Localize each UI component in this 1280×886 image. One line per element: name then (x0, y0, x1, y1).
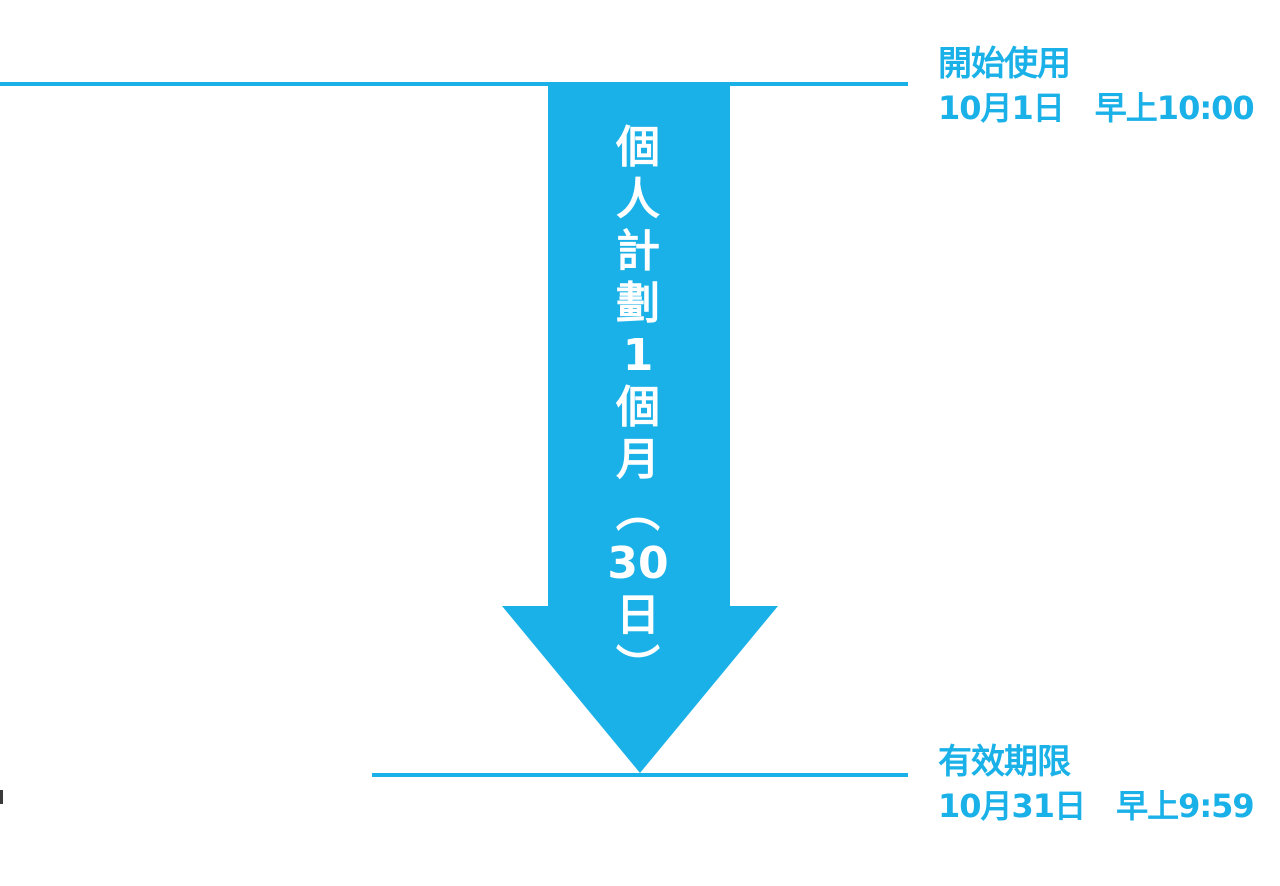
duration-label: 個 人 計 劃 1 個 月 ︵ 30 日 ︶ (604, 122, 672, 694)
duration-char: 30 (607, 538, 669, 589)
duration-char: ︶ (616, 642, 660, 693)
start-datetime: 10月1日 早上10:00 (938, 89, 1255, 127)
start-line (0, 82, 908, 86)
duration-char: ︵ (616, 486, 660, 537)
duration-char: 個 (616, 122, 660, 173)
duration-char: 1 (622, 330, 654, 381)
end-label: 有效期限 10月31日 早上9:59 (938, 740, 1255, 828)
duration-char: 個 (616, 382, 660, 433)
start-title: 開始使用 (938, 44, 1071, 84)
edge-mark (0, 790, 3, 804)
end-datetime: 10月31日 早上9:59 (938, 787, 1255, 825)
duration-char: 人 (616, 174, 660, 225)
duration-char: 計 (616, 226, 660, 277)
duration-char: 日 (616, 590, 660, 641)
duration-char: 月 (616, 434, 660, 485)
down-arrow-shape (502, 84, 778, 773)
end-line (372, 773, 908, 777)
end-title: 有效期限 (938, 742, 1071, 782)
start-label: 開始使用 10月1日 早上10:00 (938, 42, 1255, 130)
duration-char: 劃 (616, 278, 660, 329)
